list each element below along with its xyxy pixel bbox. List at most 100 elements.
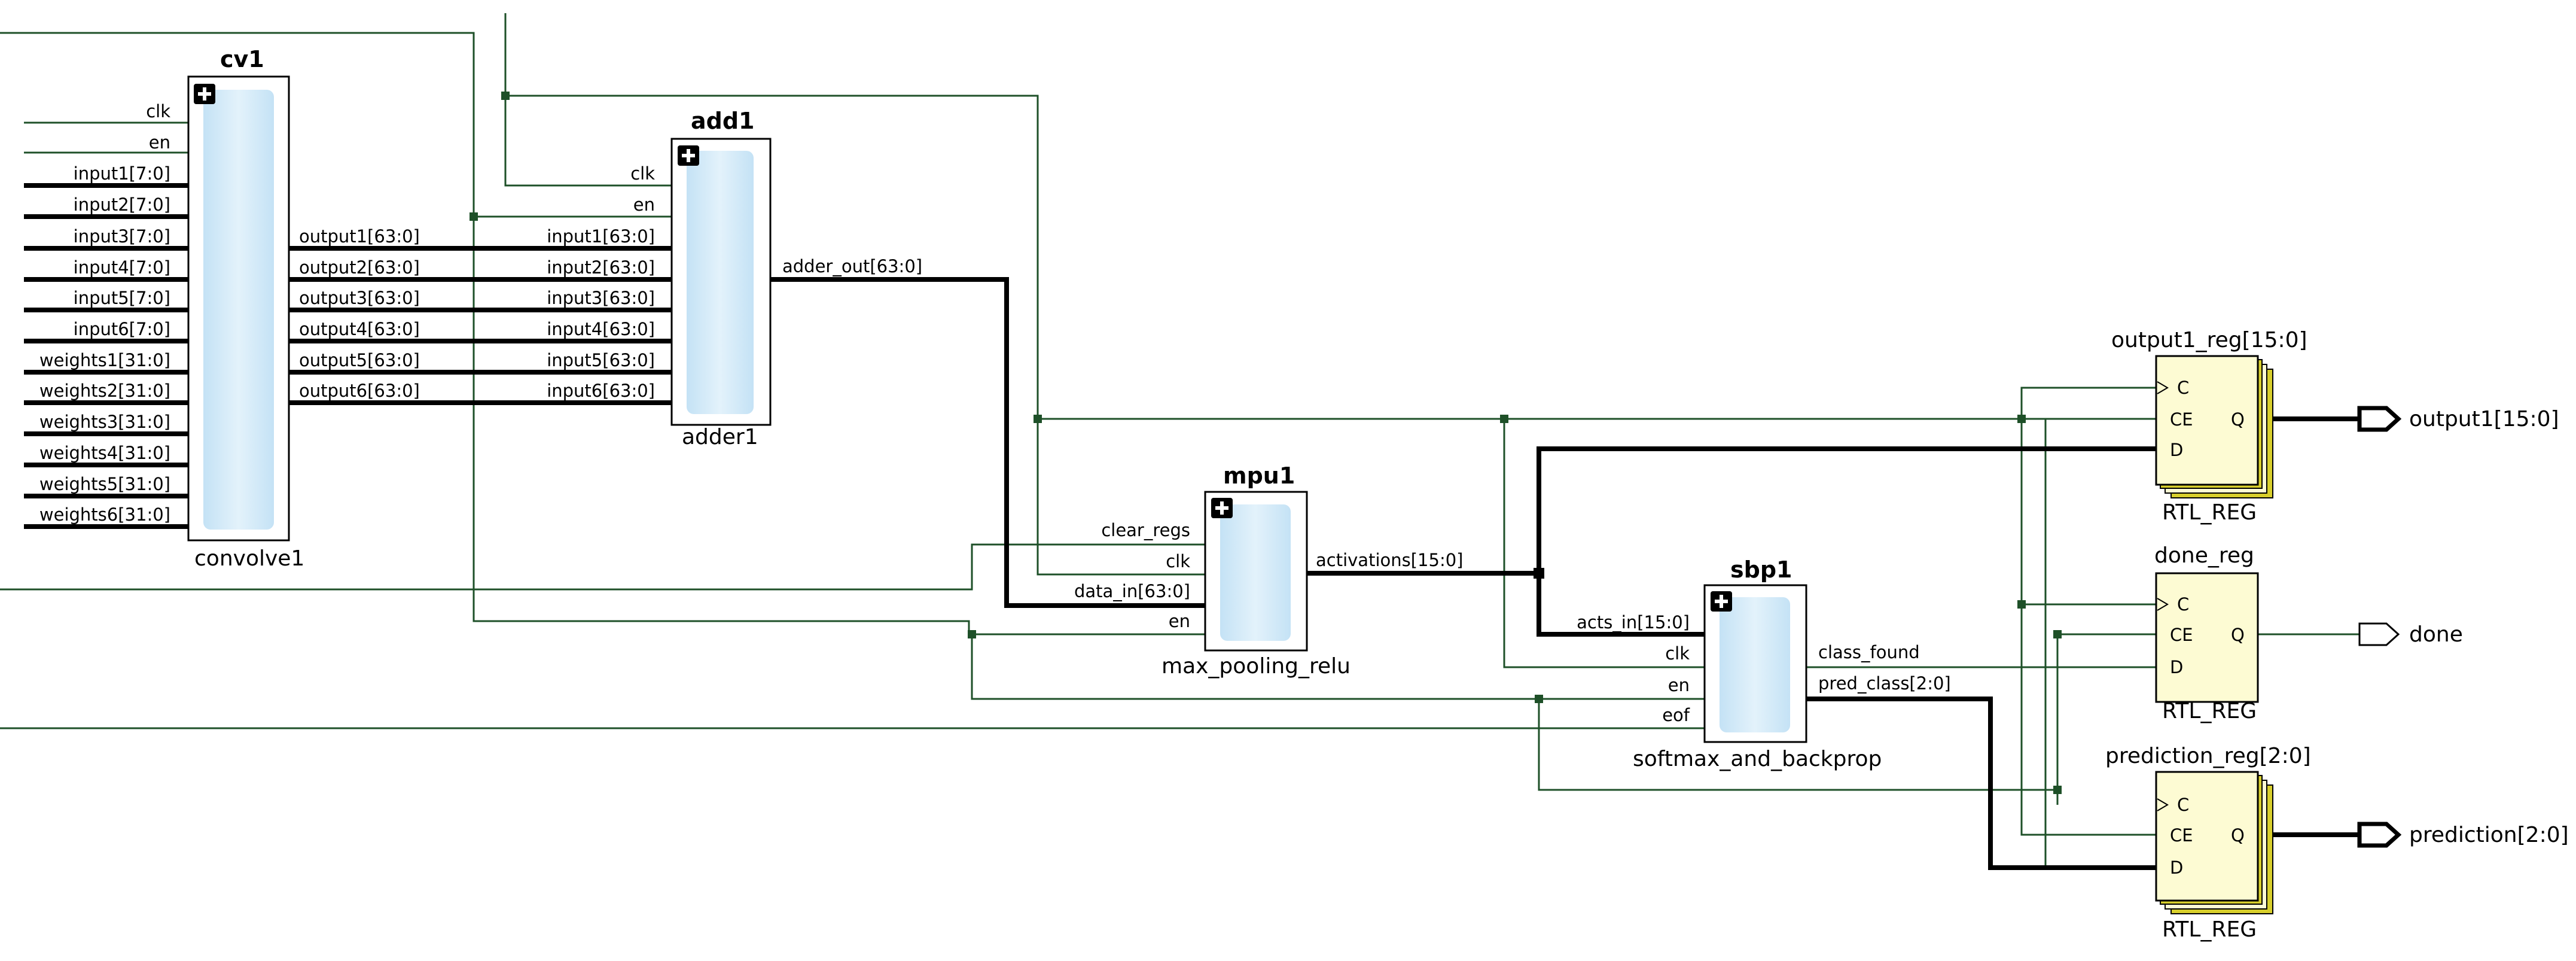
expand-icon[interactable] <box>1711 591 1732 612</box>
register-prediction-reg[interactable]: prediction_reg[2:0] RTL_REG C CE D Q <box>2105 744 2311 942</box>
sbp1-input-pins: acts_in[15:0] clk en eof <box>1577 612 1690 725</box>
pin-label: input3[7:0] <box>74 226 170 247</box>
expand-icon[interactable] <box>194 84 215 104</box>
pin-d: D <box>2170 857 2183 878</box>
register-body <box>2155 355 2259 486</box>
cv1-module-name: convolve1 <box>194 546 304 571</box>
pin-label: input1[63:0] <box>547 226 655 247</box>
pin-label: input5[63:0] <box>547 350 655 370</box>
pin-label: eof <box>1662 705 1690 725</box>
junction <box>1034 415 1042 423</box>
add1-input-pins: clk en input1[63:0] input2[63:0] input3[… <box>547 163 655 401</box>
net-junctions <box>470 92 2062 794</box>
pin-label: output5[63:0] <box>299 350 420 370</box>
clock-triangle-icon <box>2157 598 2169 611</box>
pin-label: weights3[31:0] <box>39 412 170 432</box>
bus-nets <box>24 183 2359 870</box>
output-port-arrow-icon <box>2357 822 2402 848</box>
register-name: output1_reg[15:0] <box>2111 328 2307 352</box>
net-top-left <box>0 32 1217 635</box>
control-nets <box>0 13 2359 869</box>
pin-label: en <box>149 132 170 153</box>
sbp1-instance-name: sbp1 <box>1730 556 1792 583</box>
net-reg-c2 <box>2020 604 2156 836</box>
pin-ce: CE <box>2170 825 2193 846</box>
cv1-body <box>203 90 274 530</box>
port-done[interactable]: done <box>2358 622 2463 647</box>
pin-q: Q <box>2231 409 2245 430</box>
bus-adder-out <box>754 277 1217 608</box>
port-label: prediction[2:0] <box>2409 823 2569 847</box>
junction <box>470 212 478 221</box>
junction <box>1534 568 1544 579</box>
pin-ce: CE <box>2170 409 2193 430</box>
pin-label: input4[7:0] <box>74 257 170 278</box>
pin-label: output1[63:0] <box>299 226 420 247</box>
mpu1-body <box>1220 504 1291 641</box>
cell-cv1[interactable]: cv1 convolve1 clk en input1[7:0] input2[… <box>39 46 420 571</box>
pin-label: en <box>633 194 655 215</box>
junction <box>2053 786 2062 794</box>
pin-label: input2[63:0] <box>547 257 655 278</box>
expand-icon[interactable] <box>678 145 699 166</box>
junction <box>968 630 976 638</box>
pin-label: weights2[31:0] <box>39 381 170 401</box>
net-reg-ce2 <box>2044 419 2156 869</box>
cell-add1[interactable]: add1 adder1 clk en input1[63:0] input2[6… <box>547 108 922 449</box>
pin-label: input6[7:0] <box>74 319 170 339</box>
register-type: RTL_REG <box>2162 917 2257 942</box>
clock-triangle-icon <box>2157 381 2169 394</box>
junction <box>2017 415 2026 423</box>
pin-label: output6[63:0] <box>299 381 420 401</box>
register-body <box>2155 771 2259 902</box>
output-port-arrow-icon <box>2358 622 2400 646</box>
pin-label: weights6[31:0] <box>39 504 170 525</box>
add1-body <box>687 151 754 414</box>
cell-sbp1[interactable]: sbp1 softmax_and_backprop acts_in[15:0] … <box>1577 556 1951 771</box>
pin-label: clk <box>1166 551 1190 571</box>
pin-label: input5[7:0] <box>74 288 170 308</box>
register-name: done_reg <box>2154 543 2254 568</box>
mpu1-instance-name: mpu1 <box>1223 463 1295 489</box>
pin-d: D <box>2170 440 2183 460</box>
pin-label: input3[63:0] <box>547 288 655 308</box>
pin-label: clk <box>146 101 170 121</box>
pin-label: activations[15:0] <box>1316 550 1464 570</box>
pin-label: output4[63:0] <box>299 319 420 339</box>
pin-ce: CE <box>2170 625 2193 645</box>
junction <box>1500 415 1508 423</box>
expand-icon[interactable] <box>1211 498 1233 518</box>
net-top-trunk <box>505 95 1217 576</box>
net-eof-to-pred <box>1538 699 2057 791</box>
pin-label: input4[63:0] <box>547 319 655 339</box>
bus-pred-class <box>1794 697 2156 870</box>
pin-label: input6[63:0] <box>547 381 655 401</box>
mpu1-input-pins: clear_regs clk data_in[63:0] en <box>1074 520 1190 631</box>
port-prediction[interactable]: prediction[2:0] <box>2357 822 2569 848</box>
junction <box>2053 630 2062 638</box>
cell-mpu1[interactable]: mpu1 max_pooling_relu clear_regs clk dat… <box>1074 463 1464 679</box>
pin-label: adder_out[63:0] <box>782 256 922 276</box>
junction <box>1535 695 1543 703</box>
junction <box>501 92 510 100</box>
port-label: output1[15:0] <box>2409 407 2559 431</box>
register-output1-reg[interactable]: output1_reg[15:0] RTL_REG C CE D Q <box>2111 328 2307 525</box>
pin-q: Q <box>2231 825 2245 846</box>
net-add1-clk <box>504 13 687 187</box>
pin-c: C <box>2177 378 2189 398</box>
net-ce-bus <box>1038 387 2156 420</box>
pin-label: input2[7:0] <box>74 194 170 215</box>
register-done-reg[interactable]: done_reg RTL_REG C CE D Q <box>2154 543 2259 723</box>
pin-c: C <box>2177 795 2189 815</box>
pin-label: clear_regs <box>1101 520 1190 540</box>
cv1-input-pins: clk en input1[7:0] input2[7:0] input3[7:… <box>39 101 170 525</box>
clock-triangle-icon <box>2157 798 2169 811</box>
junction <box>2017 600 2026 609</box>
sbp1-module-name: softmax_and_backprop <box>1633 747 1882 771</box>
pin-label: acts_in[15:0] <box>1577 612 1690 632</box>
pin-c: C <box>2177 594 2189 615</box>
cv1-instance-name: cv1 <box>220 46 264 72</box>
pin-label: weights4[31:0] <box>39 443 170 463</box>
port-output1[interactable]: output1[15:0] <box>2357 406 2559 432</box>
register-name: prediction_reg[2:0] <box>2105 744 2311 768</box>
